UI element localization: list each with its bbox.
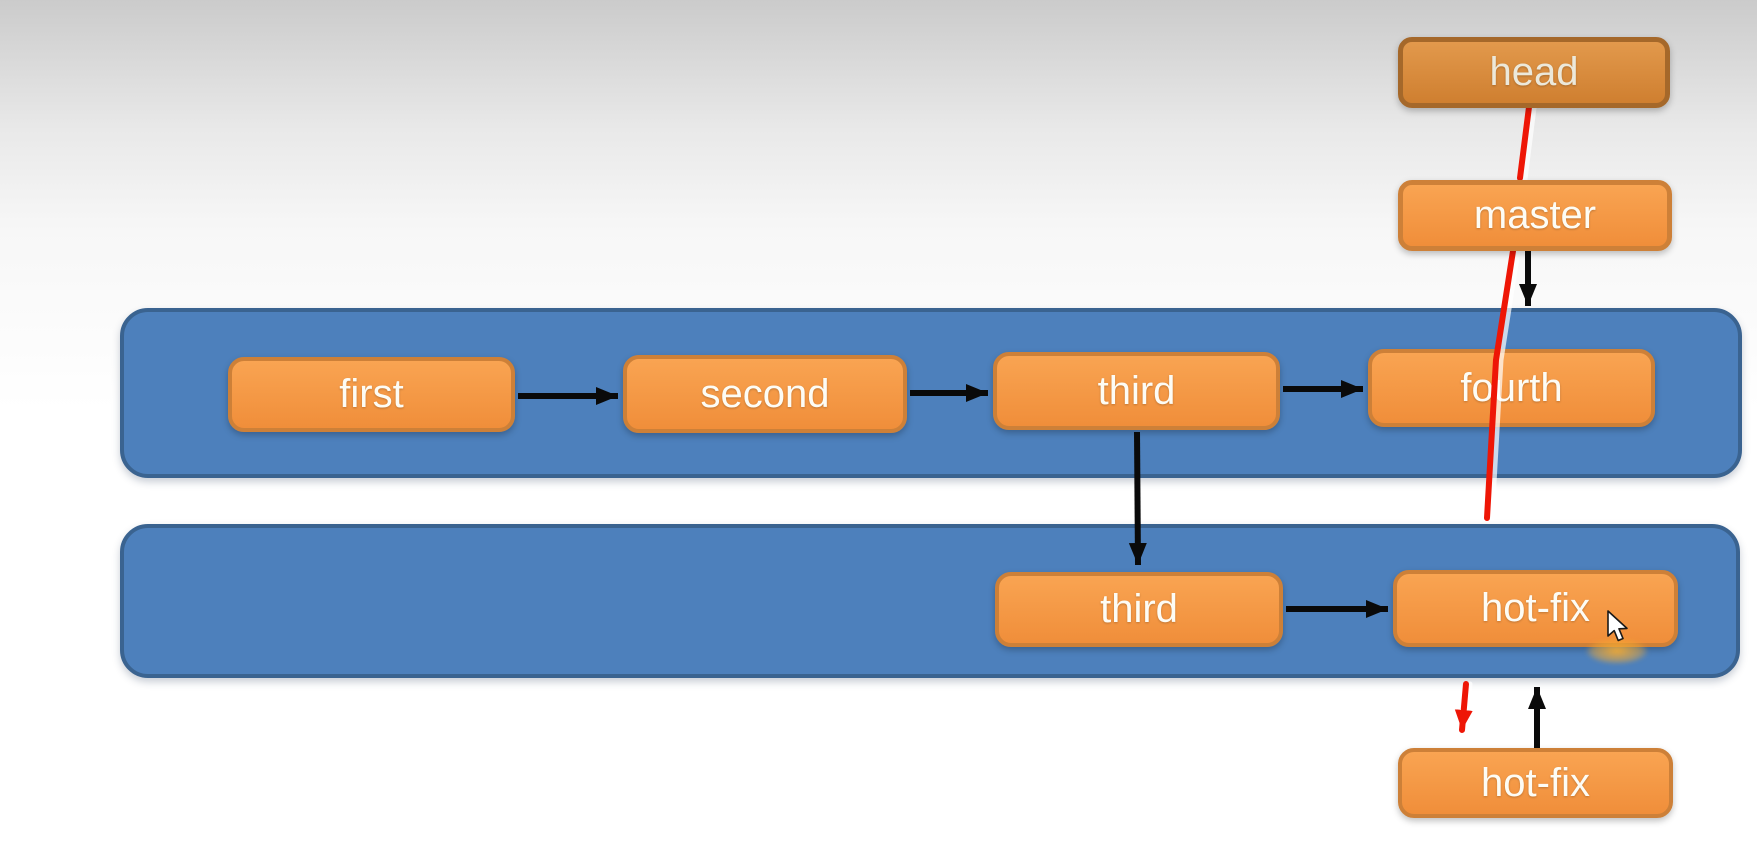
node-master-label: master: [1473, 193, 1597, 237]
highlight-glow-artifact: [1586, 638, 1648, 664]
node-commit-third-master: third: [993, 352, 1280, 430]
node-commit-third-hotfix: third: [995, 572, 1283, 647]
node-third-bottom-label: third: [1100, 587, 1178, 631]
node-third-top-label: third: [1097, 368, 1176, 413]
node-head-label: head: [1489, 50, 1579, 94]
node-commit-fourth: fourth: [1368, 349, 1655, 427]
node-hotfix-branch-tag: hot-fix: [1398, 748, 1673, 818]
node-first-label: first: [339, 372, 404, 416]
node-master: master: [1398, 180, 1672, 251]
node-commit-second: second: [623, 355, 907, 433]
edge-hotfix-branch-to-hotfix-label-red-arrow: [1454, 681, 1473, 733]
node-commit-hotfix: hot-fix: [1393, 570, 1678, 647]
node-second-label: second: [700, 371, 830, 416]
edge-head-to-master-red-line: [1517, 104, 1532, 181]
node-head: head: [1398, 37, 1670, 108]
node-fourth-label: fourth: [1460, 365, 1563, 410]
node-commit-first: first: [228, 357, 515, 432]
mouse-cursor-icon: [1607, 610, 1628, 642]
node-hotfix-branch-label: hot-fix: [1481, 586, 1590, 630]
node-hotfix-label-text: hot-fix: [1481, 760, 1590, 805]
